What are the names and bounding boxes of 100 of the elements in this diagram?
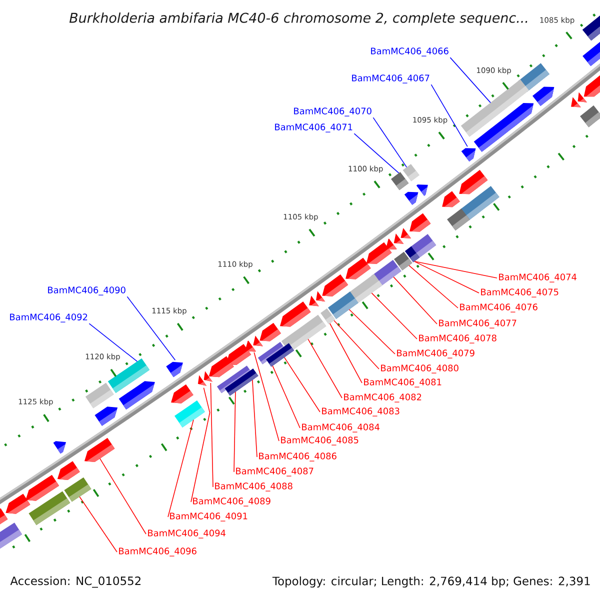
- gene-label: BamMC406_4094: [148, 530, 226, 538]
- leader-line: [284, 357, 320, 412]
- gene-block: [404, 192, 418, 205]
- gene-label: BamMC406_4085: [281, 436, 358, 446]
- gene-bar: [224, 368, 258, 396]
- gene-block: [346, 258, 371, 280]
- gene-block: [253, 336, 263, 346]
- gene-block: [309, 296, 319, 306]
- gene-bar: [404, 246, 420, 262]
- gene-label: BamMC406_4080: [381, 364, 458, 374]
- leader-line: [234, 392, 236, 472]
- gene-bar: [447, 208, 470, 231]
- gene-block: [6, 494, 30, 514]
- gene-bar: [328, 292, 358, 319]
- gene-block: [280, 302, 311, 327]
- leader-line: [348, 309, 396, 354]
- gene-label: BamMC406_4079: [397, 350, 474, 358]
- gene-bar: [402, 164, 420, 182]
- gene-label: BamMC406_4092: [10, 314, 88, 322]
- gene-block: [166, 362, 183, 378]
- leader-line: [334, 320, 380, 370]
- gene-label: BamMC406_4070: [294, 108, 372, 116]
- leader-line: [450, 57, 491, 104]
- gene-bar: [64, 477, 92, 502]
- gene-block: [316, 291, 326, 302]
- footer-text: Accession: NC_010552: [10, 576, 140, 588]
- gene-block: [394, 233, 404, 244]
- gene-block: [0, 508, 8, 524]
- leader-line: [272, 365, 300, 428]
- gene-block: [94, 406, 118, 426]
- gene-bar: [320, 308, 336, 324]
- gene-label: BamMC406_4078: [419, 334, 496, 344]
- leader-line: [308, 338, 342, 398]
- gene-label: BamMC406_4074: [499, 274, 576, 282]
- leader-line: [254, 352, 280, 442]
- gene-bar: [85, 382, 114, 408]
- gene-label: BamMC406_4077: [439, 320, 516, 328]
- leader-line: [430, 84, 468, 147]
- leader-line: [330, 323, 362, 384]
- gene-block: [198, 375, 207, 386]
- gene-bar: [580, 105, 600, 128]
- gene-block: [208, 356, 234, 378]
- gene-block: [84, 438, 115, 462]
- gene-label: BamMC406_4083: [322, 408, 400, 416]
- gene-block: [57, 461, 80, 480]
- gene-block: [171, 384, 194, 404]
- leader-line: [79, 496, 118, 552]
- gene-block: [26, 474, 60, 501]
- gene-label: BamMC406_4067: [352, 74, 430, 84]
- leader-line: [414, 261, 480, 294]
- leader-line: [252, 380, 258, 458]
- gene-block: [53, 441, 66, 454]
- gene-label: BamMC406_4096: [119, 548, 196, 556]
- leader-line: [126, 296, 176, 361]
- gene-block: [416, 184, 428, 196]
- gene-bar: [460, 186, 500, 220]
- gene-block: [400, 228, 412, 238]
- gene-label: BamMC406_4084: [302, 424, 380, 432]
- gene-label: BamMC406_4071: [275, 124, 352, 132]
- gene-block: [226, 344, 252, 365]
- gene-bar: [28, 491, 70, 526]
- gene-label: BamMC406_4088: [215, 482, 292, 492]
- leader-line: [354, 133, 400, 174]
- gene-block: [260, 322, 281, 342]
- gene-label: BamMC406_4089: [193, 498, 270, 506]
- gene-block: [322, 274, 348, 296]
- gene-label: BamMC406_4082: [344, 394, 422, 402]
- gene-label: BamMC406_4091: [170, 512, 248, 522]
- gene-label: BamMC406_4090: [48, 286, 126, 296]
- gene-label: BamMC406_4066: [371, 48, 448, 56]
- gene-bar: [582, 16, 600, 41]
- leader-line: [168, 419, 194, 518]
- footer-text: Topology: circular; Length: 2,769,414 bp; Genes: 2,391: [272, 576, 590, 588]
- leader-line: [414, 260, 498, 278]
- gene-label: BamMC406_4081: [364, 378, 442, 388]
- gene-block: [459, 170, 488, 194]
- leader-line: [100, 458, 146, 534]
- gene-block: [442, 191, 460, 208]
- gene-label: BamMC406_4076: [460, 304, 538, 312]
- leader-line: [371, 292, 418, 340]
- leader-line: [393, 276, 438, 324]
- gene-block: [366, 242, 392, 264]
- gene-bar: [0, 522, 22, 549]
- leader-line: [408, 265, 458, 308]
- gene-block: [204, 371, 212, 382]
- gene-block: [582, 42, 600, 66]
- map-title: Burkholderia ambifaria MC40-6 chromosome 2, complete sequenc...: [69, 12, 528, 26]
- gene-block: [532, 86, 554, 106]
- gene-bar: [460, 79, 529, 137]
- leader-line: [190, 387, 210, 502]
- gene-block: [461, 148, 476, 162]
- leader-line: [372, 117, 408, 168]
- gene-bar: [266, 343, 294, 367]
- gene-label: BamMC406_4087: [236, 468, 314, 476]
- gene-bar: [390, 172, 409, 190]
- leader-line: [210, 382, 214, 488]
- gene-block: [584, 75, 600, 97]
- gene-block: [410, 213, 431, 232]
- leader-line: [88, 323, 138, 362]
- gene-label: BamMC406_4086: [259, 452, 336, 462]
